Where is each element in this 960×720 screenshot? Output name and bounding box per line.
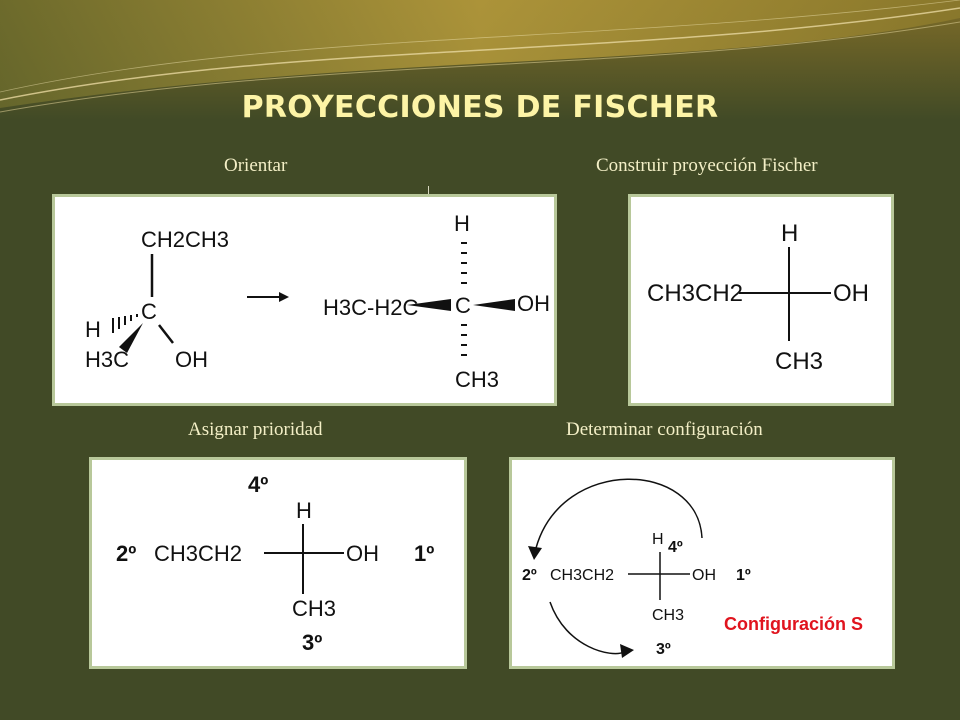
- left-ch3-group: H3C: [85, 347, 129, 372]
- priority-right-oh: OH: [346, 541, 379, 566]
- priority-bottom-ch3: CH3: [292, 596, 336, 621]
- fischer-bottom-ch3: CH3: [775, 348, 823, 375]
- fischer-left-group: CH3CH2: [647, 280, 743, 307]
- fischer-right-oh: OH: [833, 280, 869, 307]
- rank-2: 2º: [116, 541, 136, 566]
- right-bottom-ch3: CH3: [455, 367, 499, 392]
- divider-tick: [428, 186, 429, 194]
- wedge-bond: [473, 299, 515, 311]
- priority-top-h: H: [296, 498, 312, 523]
- right-oh-group: OH: [517, 291, 550, 316]
- rotation-arrow-bottom: [549, 601, 625, 655]
- left-h-atom: H: [85, 317, 101, 342]
- wedge-bond: [407, 299, 451, 311]
- hashed-bond: [461, 324, 467, 356]
- left-center-carbon: C: [141, 299, 157, 324]
- rank-1: 1º: [414, 541, 434, 566]
- fischer-diagram: H CH3CH2 OH CH3: [647, 220, 869, 375]
- left-oh-group: OH: [175, 347, 208, 372]
- configuration-result: Configuración S: [724, 614, 863, 634]
- config-left-group: CH3CH2: [550, 567, 614, 584]
- caption-build: Construir proyección Fischer: [596, 155, 818, 176]
- config-rank-3: 3º: [656, 641, 671, 658]
- slide-title: PROYECCIONES DE FISCHER: [241, 90, 719, 125]
- caption-priority: Asignar prioridad: [188, 419, 323, 440]
- caption-configure: Determinar configuración: [566, 419, 763, 440]
- right-top-h: H: [454, 211, 470, 236]
- config-right-oh: OH: [692, 567, 716, 584]
- config-rank-2: 2º: [522, 567, 537, 584]
- arrowhead: [528, 546, 542, 560]
- wedge-bond: [119, 323, 143, 353]
- config-top-h: H: [652, 531, 664, 548]
- rotation-arrow-top: [535, 478, 703, 549]
- panel-config: H 4º 2º CH3CH2 OH 1º CH3 3º Configuració…: [509, 457, 895, 669]
- panel-build: H CH3CH2 OH CH3: [628, 194, 894, 406]
- configuration-diagram: H 4º 2º CH3CH2 OH 1º CH3 3º Configuració…: [522, 478, 863, 658]
- rank-4: 4º: [248, 472, 268, 497]
- orient-diagram: CH2CH3 C H H3C OH H H3C-H2C C OH: [85, 211, 550, 392]
- left-top-group: CH2CH3: [141, 227, 229, 252]
- panel-priority: 4º H 2º CH3CH2 OH 1º CH3 3º: [89, 457, 467, 669]
- rank-3: 3º: [302, 630, 322, 655]
- config-rank-1: 1º: [736, 567, 751, 584]
- arrowhead: [279, 292, 289, 302]
- arrowhead: [620, 644, 634, 658]
- fischer-top-h: H: [781, 220, 798, 247]
- hashed-bond: [461, 242, 467, 284]
- config-rank-4: 4º: [668, 539, 683, 556]
- right-left-group: H3C-H2C: [323, 295, 418, 320]
- bond-line: [158, 324, 174, 344]
- right-center-carbon: C: [455, 293, 471, 318]
- hashed-bond: [112, 314, 138, 333]
- priority-diagram: 4º H 2º CH3CH2 OH 1º CH3 3º: [116, 472, 434, 655]
- config-bottom-ch3: CH3: [652, 607, 684, 624]
- caption-orient: Orientar: [224, 155, 288, 176]
- decorative-header-band: [0, 0, 960, 120]
- panel-orient: CH2CH3 C H H3C OH H H3C-H2C C OH: [52, 194, 557, 406]
- priority-left-group: CH3CH2: [154, 541, 242, 566]
